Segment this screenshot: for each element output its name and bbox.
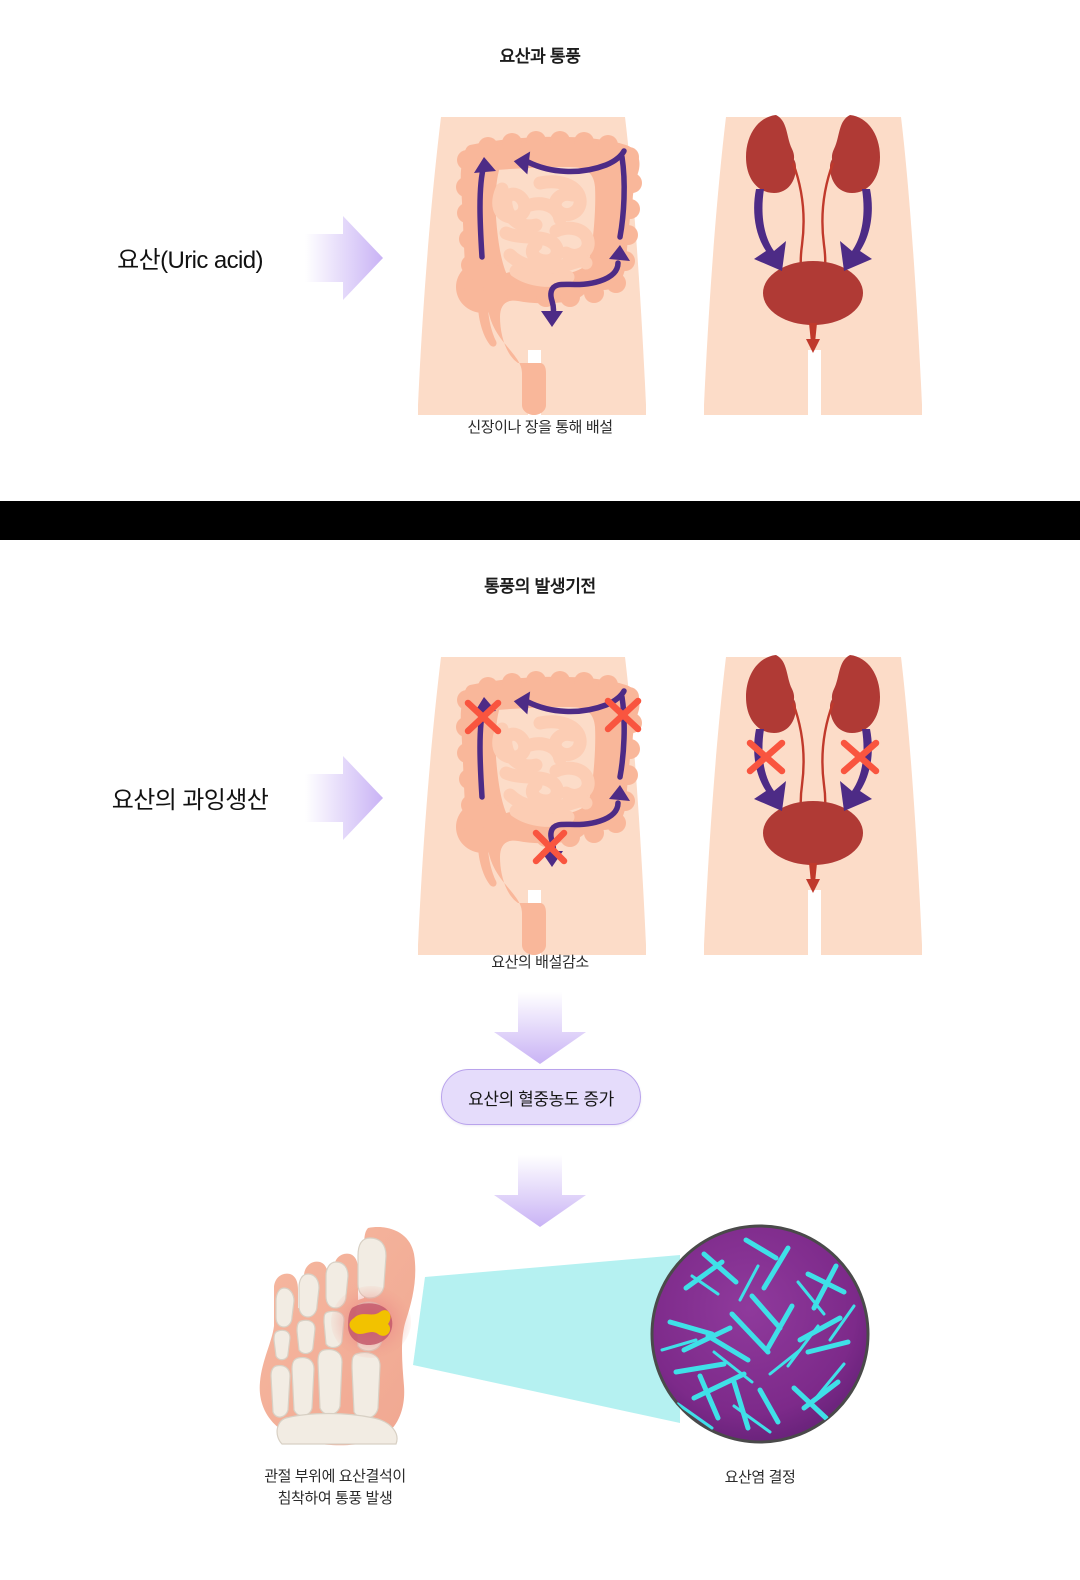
top-panel-caption: 신장이나 장을 통해 배설: [467, 419, 613, 436]
crystal-caption: 요산염 결정: [724, 1469, 796, 1486]
red-x-icon: [746, 739, 880, 775]
bottom-panel-side-label: 요산의 과잉생산: [111, 787, 269, 814]
gout-foot-figure: [252, 1222, 452, 1447]
flow-arrow-down-icon-1: [494, 992, 586, 1064]
foot-caption-line1: 관절 부위에 요산결석이: [264, 1468, 406, 1485]
section-divider: [0, 501, 1080, 540]
flow-arrow-right-icon-2: [305, 756, 383, 840]
red-x-icon: [464, 697, 642, 865]
flow-arrow-down-icon-2: [494, 1155, 586, 1227]
foot-caption: 관절 부위에 요산결석이 침착하여 통풍 발생: [205, 1466, 465, 1510]
bottom-panel-caption: 요산의 배설감소: [491, 954, 589, 971]
top-panel-side-label: 요산(Uric acid): [117, 247, 263, 274]
foot-caption-line2: 침착하여 통풍 발생: [277, 1489, 393, 1507]
urate-crystal-microscope: [648, 1222, 872, 1446]
intestine-figure-blocked: [410, 645, 672, 955]
blood-level-pill: 요산의 혈중농도 증가: [441, 1069, 641, 1125]
kidney-figure-blocked: [698, 645, 946, 955]
bottom-panel-title: 통풍의 발생기전: [484, 577, 596, 596]
flow-arrow-right-icon: [305, 216, 383, 300]
kidney-figure-top: [698, 105, 946, 415]
top-panel-title: 요산과 통풍: [499, 47, 581, 66]
intestine-figure-top: [410, 105, 672, 415]
magnify-beam: [405, 1255, 695, 1425]
